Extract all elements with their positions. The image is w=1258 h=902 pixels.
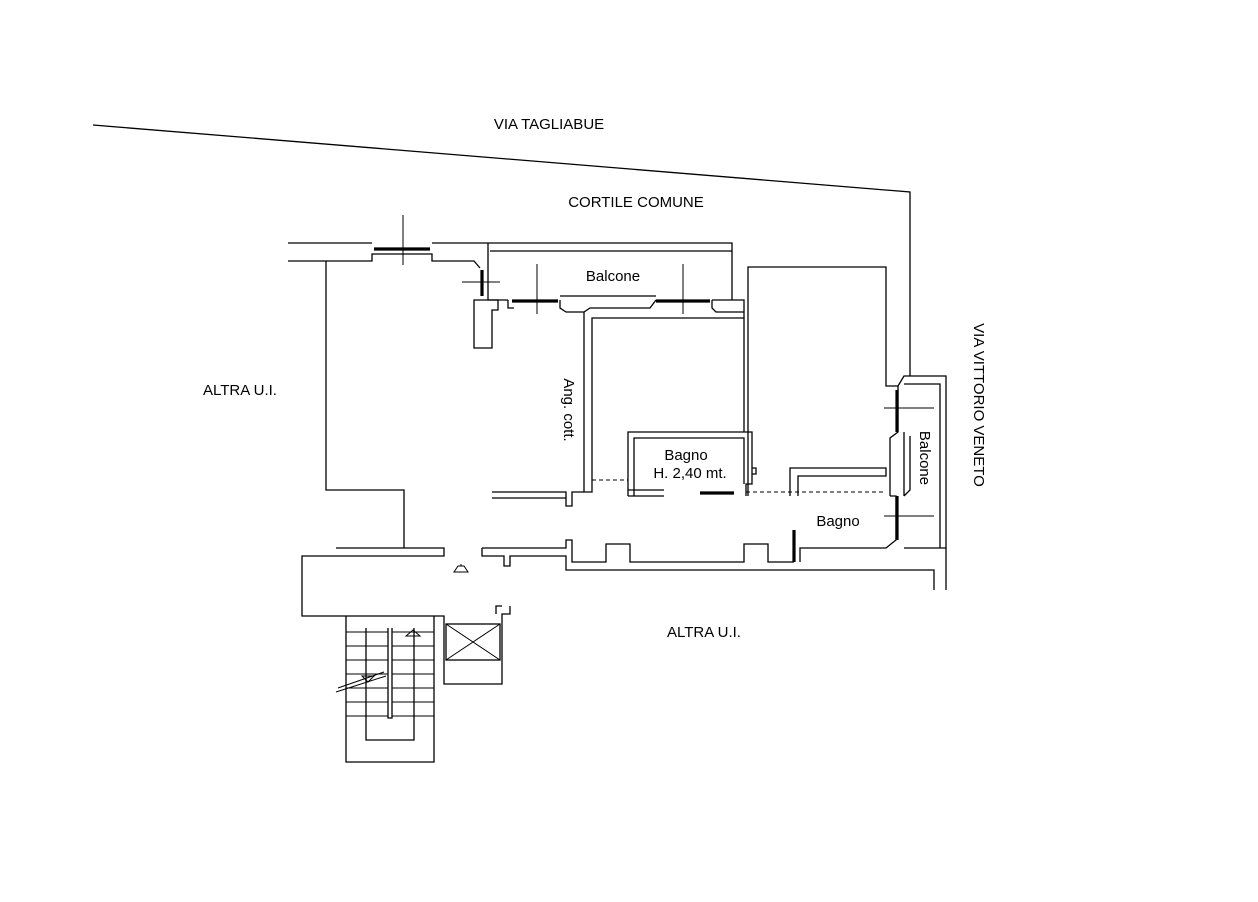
central-bath-label: Bagno — [664, 447, 707, 464]
central-bath-height-label: H. 2,40 mt. — [653, 465, 726, 482]
bottom-outer-wall — [301, 539, 947, 685]
balcony-right-label: Balcone — [916, 431, 933, 485]
kitchenette-label: Ang. cott. — [560, 378, 577, 441]
entrance-marker-icon — [453, 564, 469, 573]
stair-arrow-icon — [404, 629, 422, 637]
right-bath-label: Bagno — [816, 513, 859, 530]
courtyard-label: CORTILE COMUNE — [568, 194, 704, 211]
street-label-top: VIA TAGLIABUE — [494, 116, 604, 133]
top-outer-wall — [288, 215, 733, 548]
balcony-front — [507, 264, 744, 314]
balcony-top-label: Balcone — [586, 268, 640, 285]
stairwell — [335, 616, 435, 763]
street-label-right: VIA VITTORIO VENETO — [970, 323, 987, 487]
other-unit-bottom-label: ALTRA U.I. — [667, 624, 741, 641]
elevator-shaft — [445, 623, 501, 661]
street-boundary-line — [92, 124, 911, 376]
central-bathroom-walls — [627, 431, 886, 497]
kitchenette-walls — [492, 312, 745, 507]
other-unit-left-label: ALTRA U.I. — [203, 382, 277, 399]
right-room-walls — [732, 266, 947, 562]
